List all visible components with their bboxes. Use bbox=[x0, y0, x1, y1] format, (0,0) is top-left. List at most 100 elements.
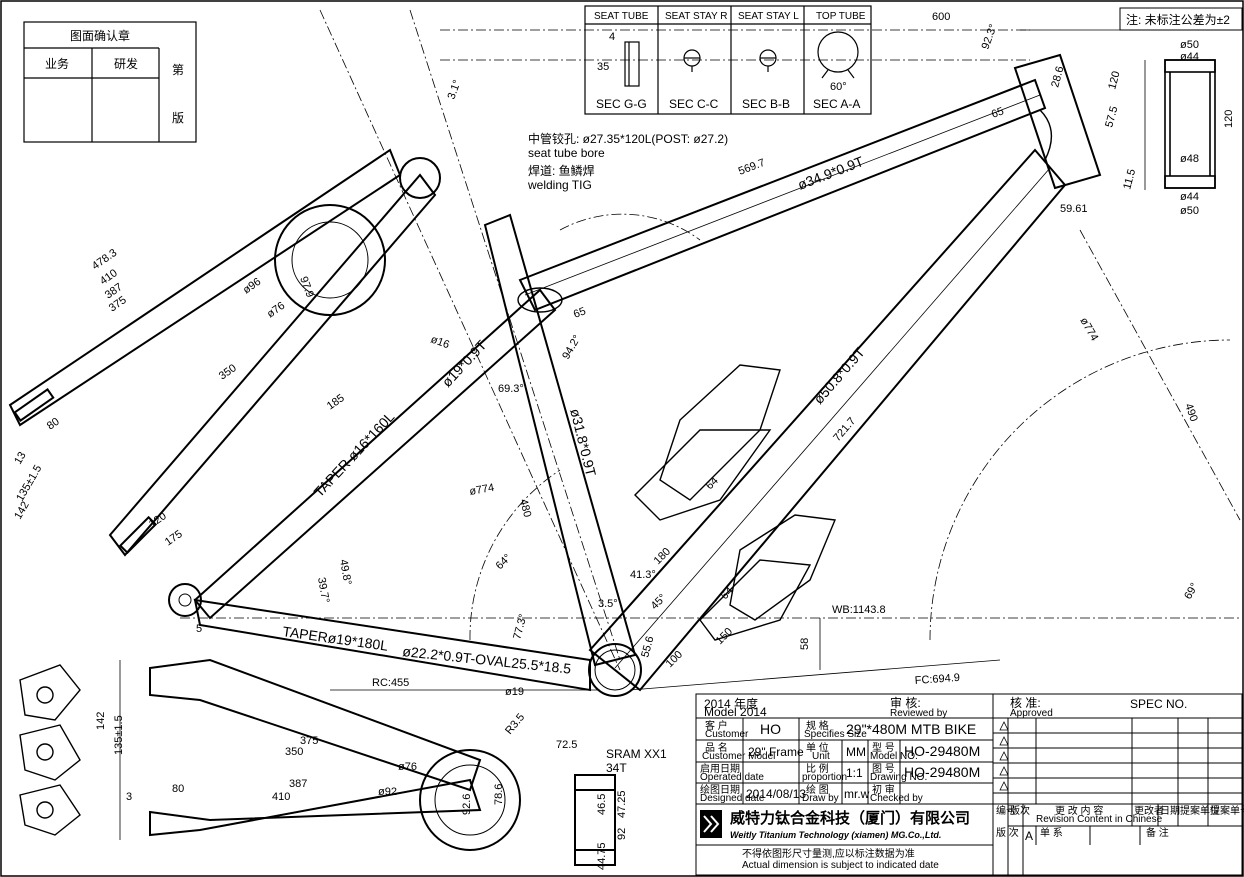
label-34t: 34T bbox=[606, 761, 627, 775]
dim-11-5: 11.5 bbox=[1121, 168, 1138, 191]
dim-135b: 135±1.5 bbox=[113, 715, 125, 755]
approval-col-rd: 研发 bbox=[114, 56, 138, 71]
tb-ver-val: A bbox=[1025, 829, 1033, 843]
dim-28-6: 28.6 bbox=[1049, 65, 1066, 89]
lower-bottle bbox=[729, 514, 837, 621]
dim-387b: 387 bbox=[289, 778, 307, 790]
stay-detail-lower bbox=[119, 658, 616, 866]
dim-490: 490 bbox=[1182, 402, 1200, 423]
tb-checked-cn: 初 审 bbox=[872, 783, 895, 796]
section-header-top-tube: TOP TUBE bbox=[816, 11, 866, 22]
tb-drawing-val: HO-29480M bbox=[904, 764, 980, 780]
dim-ht-48: ø48 bbox=[1180, 153, 1199, 165]
dim-ht-120: 120 bbox=[1223, 110, 1235, 128]
tb-year-cn: 2014 年度 bbox=[704, 696, 758, 711]
bottle-cages bbox=[634, 364, 837, 641]
approval-col-edition-b: 版 bbox=[172, 111, 184, 125]
tb-designed-cn: 绘图日期 bbox=[700, 783, 740, 796]
dim-ht-50b: ø50 bbox=[1180, 205, 1199, 217]
tb-designed-en: Designed date bbox=[700, 793, 765, 804]
section-label-b: SEC B-B bbox=[742, 97, 790, 111]
chain-stay bbox=[193, 598, 591, 692]
tb-remark: 备 注 bbox=[1146, 826, 1169, 839]
tb-rev-issue2: 提案单号 bbox=[1210, 804, 1244, 817]
dim-92b: 92 bbox=[616, 828, 628, 840]
dim-65b: 65 bbox=[572, 305, 588, 320]
tb-approve-en: Approved bbox=[1010, 708, 1053, 719]
company-logo bbox=[700, 810, 722, 838]
dim-92: ø92 bbox=[378, 786, 397, 798]
tb-unit-cn: 单 位 bbox=[806, 741, 829, 754]
approval-col-edition: 第 bbox=[172, 63, 184, 77]
construction-lines bbox=[180, 9, 1241, 671]
dim-92-6: 92.6 bbox=[461, 794, 473, 815]
section-label-a: SEC A-A bbox=[813, 97, 860, 111]
tb-drawby-val: mr.w bbox=[844, 787, 870, 801]
dim-350b: 350 bbox=[285, 746, 303, 758]
tb-review-cn: 审 核: bbox=[890, 695, 921, 710]
tb-product-en: Customer Model bbox=[702, 751, 775, 762]
tb-prop-val: 1:1 bbox=[846, 766, 863, 780]
tb-drawby-cn: 绘 图 bbox=[806, 783, 829, 796]
tb-model-cn: 型 号 bbox=[872, 741, 895, 754]
dim-44-75: 44.75 bbox=[596, 842, 608, 870]
tb-unit-en: Unit bbox=[812, 751, 830, 762]
dim-wb: WB:1143.8 bbox=[832, 604, 886, 616]
stay-detail-upper bbox=[8, 148, 441, 557]
tb-footer-en: Actual dimension is subject to indicated… bbox=[742, 860, 939, 871]
tb-product-val: 29" Frame bbox=[748, 745, 804, 759]
dim-72-5: 72.5 bbox=[556, 739, 577, 751]
dim-49-8: 49.8° bbox=[337, 558, 353, 586]
dim-fc: FC:694.9 bbox=[914, 672, 960, 687]
down-tube bbox=[588, 148, 1067, 692]
label-sram: SRAM XX1 bbox=[606, 747, 667, 761]
dim-78-6: 78.6 bbox=[493, 784, 505, 805]
tb-approve-cn: 核 准: bbox=[1010, 696, 1041, 710]
sec-g-dim-35: 35 bbox=[597, 61, 609, 73]
tb-operated-en: Operated date bbox=[700, 772, 764, 783]
tb-spec-no: SPEC NO. bbox=[1130, 697, 1187, 711]
dim-80b: 80 bbox=[172, 783, 184, 795]
note-tolerance: 注: 未标注公差为±2 bbox=[1126, 12, 1230, 27]
dim-58: 58 bbox=[799, 638, 811, 650]
tb-rev-content-en: Revision Content in Chinese bbox=[1036, 814, 1163, 825]
dropout bbox=[168, 583, 202, 617]
approval-title: 图面确认章 bbox=[70, 28, 130, 43]
tb-designed-val: 2014/08/13 bbox=[746, 787, 806, 801]
tb-rev-ver: 版次 bbox=[1010, 804, 1030, 817]
tb-product-cn: 品 名 bbox=[705, 741, 728, 754]
note-bore-en: seat tube bore bbox=[528, 146, 605, 160]
section-label-c: SEC C-C bbox=[669, 97, 719, 111]
head-tube bbox=[1013, 53, 1102, 190]
tb-model-val: HO-29480M bbox=[904, 743, 980, 759]
dim-57-5: 57.5 bbox=[1103, 105, 1120, 129]
dim-3-5: 3.5° bbox=[598, 598, 618, 610]
dim-lines bbox=[330, 29, 1240, 691]
dim-69-3: 69.3° bbox=[498, 383, 524, 395]
approval-box bbox=[23, 21, 197, 143]
head-tube-detail bbox=[1164, 59, 1216, 189]
dim-13: 13 bbox=[12, 450, 29, 467]
tb-footer-cn: 不得依图形尺寸量测,应以标注数据为准 bbox=[742, 847, 915, 860]
section-label-g: SEC G-G bbox=[596, 97, 647, 111]
revision-triangles bbox=[999, 721, 1009, 791]
tb-model-en: Model NO. bbox=[870, 751, 918, 762]
section-icons bbox=[624, 31, 859, 87]
dropout-details bbox=[19, 664, 81, 836]
seat-tube bbox=[483, 213, 637, 667]
seat-tube-section-icon bbox=[624, 41, 640, 87]
sec-a-dim-60: 60° bbox=[830, 81, 847, 93]
dim-47-25: 47.25 bbox=[616, 790, 628, 818]
tb-rev-content-cn: 更 改 内 容 bbox=[1055, 804, 1103, 817]
tb-prop-en: proportion bbox=[802, 772, 847, 783]
tb-customer-val: HO bbox=[760, 721, 781, 737]
section-header-seat-stay-r: SEAT STAY R bbox=[665, 11, 727, 22]
sec-g-dim-4: 4 bbox=[609, 31, 615, 43]
tb-customer-en: Customer bbox=[705, 729, 749, 740]
dim-76b: ø76 bbox=[398, 761, 417, 773]
dim-46-5: 46.5 bbox=[596, 794, 608, 815]
title-block-lines bbox=[695, 693, 1243, 876]
dim-120: 120 bbox=[1106, 70, 1122, 91]
dim-375b: 375 bbox=[300, 735, 318, 747]
tb-checked-en: Checked by bbox=[870, 793, 923, 804]
